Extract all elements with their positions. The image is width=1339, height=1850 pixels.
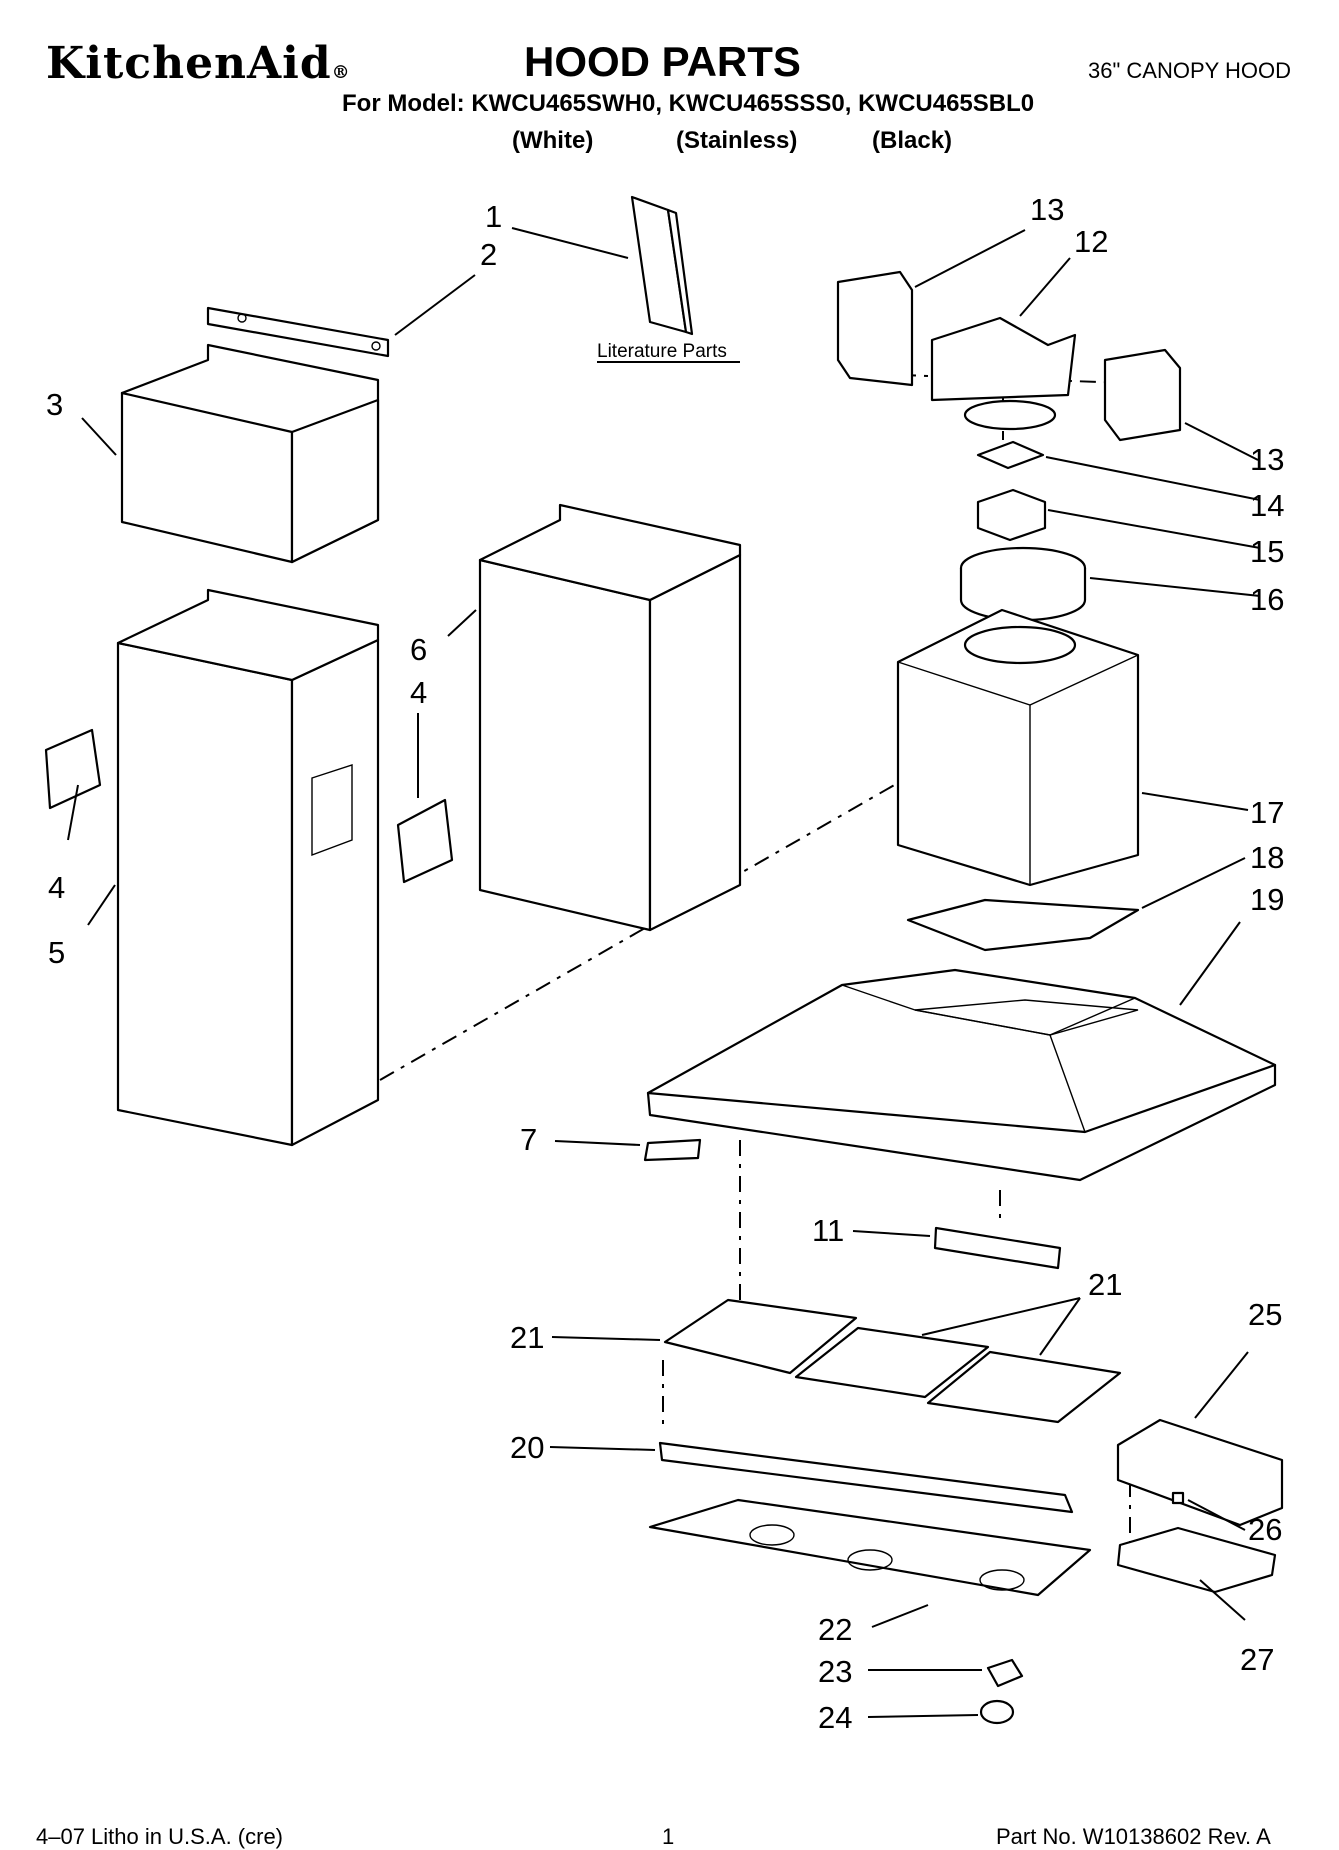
variant-stainless: (Stainless) [676, 127, 798, 154]
callout-13-bottom: 13 [1250, 442, 1284, 477]
callout-21-left: 21 [510, 1320, 544, 1355]
control-panel [933, 1226, 1062, 1270]
callout-25: 25 [1248, 1297, 1282, 1332]
callout-4-right: 4 [410, 675, 427, 710]
callout-4-left: 4 [48, 870, 65, 905]
brand-logo: KitchenAid® [46, 38, 351, 89]
callout-5: 5 [48, 935, 65, 970]
hood-type: 36" CANOPY HOOD [1088, 58, 1292, 83]
brand-name: KitchenAid [46, 38, 332, 89]
electrical-box [1116, 1418, 1284, 1527]
callout-11: 11 [812, 1213, 844, 1248]
duct-bracket [206, 306, 390, 358]
callout-23: 23 [818, 1654, 852, 1689]
duct-transition [930, 316, 1077, 431]
callout-24: 24 [818, 1700, 852, 1735]
print-info: 4–07 Litho in U.S.A. (cre) [36, 1824, 284, 1849]
callout-18: 18 [1250, 840, 1284, 875]
page-title: HOOD PARTS [524, 38, 801, 85]
literature-parts-label: Literature Parts [597, 341, 727, 362]
brand-registered-mark: ® [331, 62, 351, 83]
grease-filter-1 [663, 1298, 858, 1375]
callout-19: 19 [1250, 882, 1284, 917]
damper-housing [976, 488, 1047, 542]
callout-15: 15 [1250, 534, 1284, 569]
callout-17: 17 [1250, 795, 1284, 830]
front-trim [658, 1441, 1074, 1514]
literature-parts [630, 195, 694, 336]
callout-2: 2 [480, 237, 497, 272]
variant-black: (Black) [872, 127, 953, 154]
part-number: Part No. W10138602 Rev. A [996, 1824, 1271, 1849]
inner-chimney-cover [478, 503, 742, 932]
leader-lines [67, 227, 1261, 1718]
canopy-hood [646, 968, 1277, 1182]
screw [1171, 1491, 1185, 1505]
callout-7: 7 [520, 1122, 537, 1157]
exhaust-collar [959, 546, 1087, 622]
callout-22: 22 [818, 1612, 852, 1647]
upper-chimney-cover [120, 343, 380, 564]
callout-1: 1 [485, 199, 502, 234]
callout-13-top: 13 [1030, 192, 1064, 227]
callout-16: 16 [1250, 582, 1284, 617]
control-board [1116, 1526, 1277, 1594]
lower-chimney-cover [116, 588, 380, 1147]
callout-20: 20 [510, 1430, 544, 1465]
callout-26: 26 [1248, 1512, 1282, 1547]
grease-filter-2 [794, 1326, 990, 1399]
filter-frame [906, 898, 1140, 952]
callout-14: 14 [1250, 488, 1284, 523]
callout-3: 3 [46, 387, 63, 422]
callout-21-right: 21 [1088, 1267, 1122, 1302]
variant-white: (White) [512, 127, 594, 154]
callout-27: 27 [1240, 1642, 1274, 1677]
light-lens [643, 1138, 702, 1162]
lamp-socket [986, 1658, 1024, 1688]
halogen-bulb [979, 1699, 1015, 1725]
damper-plate [976, 440, 1045, 470]
blower-housing [896, 608, 1140, 887]
light-tray [648, 1498, 1092, 1597]
callout-6: 6 [410, 632, 427, 667]
grease-filter-3 [926, 1350, 1122, 1424]
callout-12: 12 [1074, 224, 1108, 259]
duct-adapter-left [836, 270, 914, 387]
duct-adapter-right [1103, 348, 1182, 442]
page-number: 1 [662, 1824, 675, 1849]
model-line: For Model: KWCU465SWH0, KWCU465SSS0, KWC… [342, 90, 1035, 117]
callout-labels: 1 2 3 4 4 5 6 7 11 12 13 13 14 15 16 17 … [46, 192, 1284, 1735]
filler-plate-right [396, 798, 454, 884]
filler-plate-left [44, 728, 102, 810]
